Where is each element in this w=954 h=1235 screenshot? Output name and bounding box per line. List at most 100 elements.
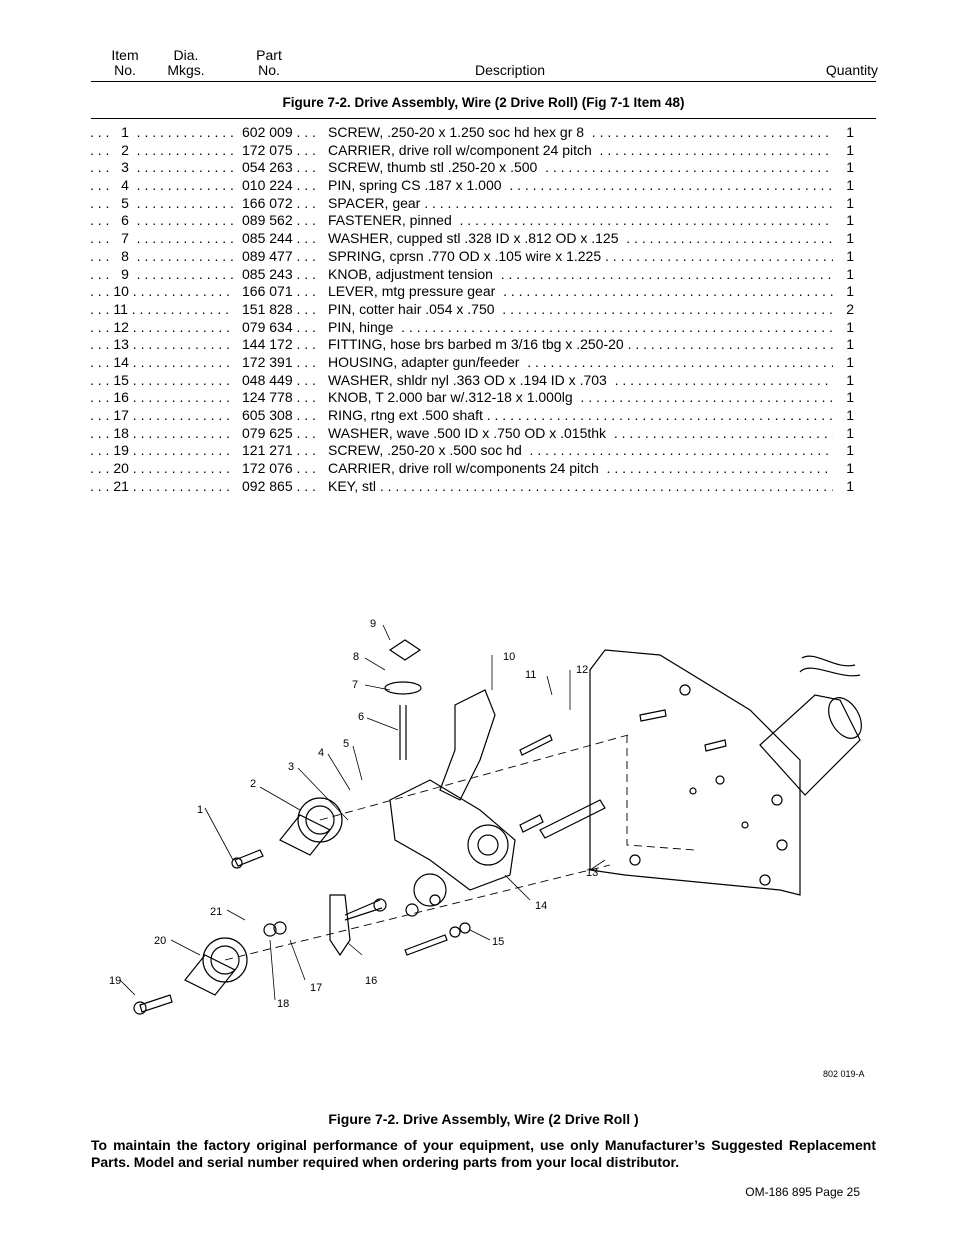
- page-number: OM-186 895 Page 25: [745, 1185, 860, 1199]
- description-cell: RING, rtng ext .500 shaft . . . . . . . …: [328, 407, 833, 423]
- description-cell: SCREW, .250-20 x .500 soc hd . . . . . .…: [328, 442, 833, 459]
- quantity-cell: 1: [846, 318, 854, 335]
- part-no-cell: 085 243 . . .: [242, 265, 316, 282]
- table-row: . . . 11 . . . . . . . . . . . . .151 82…: [90, 301, 878, 319]
- header-part-no: Part No.: [256, 47, 282, 78]
- header-description: Description: [474, 62, 546, 78]
- quantity-cell: 1: [846, 247, 854, 264]
- description-cell: WASHER, shldr nyl .363 OD x .194 ID x .7…: [328, 371, 833, 388]
- table-row: . . . 15 . . . . . . . . . . . . .048 44…: [90, 372, 878, 390]
- table-row: . . . 19 . . . . . . . . . . . . .121 27…: [90, 442, 878, 460]
- callout-label: 3: [288, 761, 294, 773]
- item-no-cell: . . . 3 . . . . . . . . . . . . .: [90, 159, 234, 176]
- quantity-cell: 1: [846, 407, 854, 423]
- description-cell: LEVER, mtg pressure gear . . . . . . . .…: [328, 283, 833, 300]
- quantity-cell: 1: [846, 477, 854, 494]
- part-no-cell: 124 778 . . .: [242, 389, 316, 406]
- description-cell: PIN, cotter hair .054 x .750 . . . . . .…: [328, 300, 833, 317]
- table-row: . . . 21 . . . . . . . . . . . . .092 86…: [90, 478, 878, 496]
- table-row: . . . 16 . . . . . . . . . . . . .124 77…: [90, 389, 878, 407]
- item-no-cell: . . . 20 . . . . . . . . . . . . .: [90, 460, 231, 477]
- callout-label: 17: [310, 982, 322, 994]
- quantity-cell: 1: [846, 283, 854, 300]
- description-cell: CARRIER, drive roll w/component 24 pitch…: [328, 141, 833, 158]
- callout-label: 6: [358, 711, 364, 723]
- part-no-cell: 172 076 . . .: [242, 460, 316, 477]
- part-no-cell: 121 271 . . .: [242, 442, 316, 459]
- callout-label: 8: [353, 651, 359, 663]
- callout-label: 13: [586, 867, 598, 879]
- callout-label: 7: [352, 679, 358, 691]
- part-no-cell: 172 391 . . .: [242, 353, 316, 370]
- header-rule: [91, 81, 876, 82]
- callout-label: 20: [154, 935, 166, 947]
- callout-label: 21: [210, 906, 222, 918]
- item-no-cell: . . . 7 . . . . . . . . . . . . .: [90, 230, 234, 247]
- part-no-cell: 092 865 . . .: [242, 477, 316, 494]
- callout-label: 12: [576, 664, 588, 676]
- part-no-cell: 079 625 . . .: [242, 424, 316, 441]
- item-no-cell: . . . 10 . . . . . . . . . . . . .: [90, 283, 231, 300]
- item-no-cell: . . . 6 . . . . . . . . . . . . .: [90, 212, 234, 229]
- header-quantity: Quantity: [825, 62, 878, 78]
- table-row: . . . 9 . . . . . . . . . . . . .085 243…: [90, 266, 878, 284]
- item-no-cell: . . . 12 . . . . . . . . . . . . .: [90, 318, 231, 335]
- item-no-cell: . . . 18 . . . . . . . . . . . . .: [90, 424, 231, 441]
- table-row: . . . 10 . . . . . . . . . . . . .166 07…: [90, 283, 878, 301]
- callout-label: 16: [365, 975, 377, 987]
- table-row: . . . 2 . . . . . . . . . . . . . 172 075…: [90, 142, 878, 160]
- description-cell: PIN, spring CS .187 x 1.000 . . . . . . …: [328, 177, 833, 194]
- callout-label: 15: [492, 936, 504, 948]
- table-row: . . . 18 . . . . . . . . . . . . . 079 62…: [90, 425, 878, 443]
- description-cell: WASHER, cupped stl .328 ID x .812 OD x .…: [328, 230, 833, 247]
- item-no-cell: . . . 2 . . . . . . . . . . . . .: [90, 141, 234, 158]
- figure-caption: Figure 7-2. Drive Assembly, Wire (2 Driv…: [328, 1111, 639, 1127]
- part-no-cell: 089 477 . . .: [242, 247, 316, 264]
- description-cell: FASTENER, pinned . . . . . . . . . . . .…: [328, 212, 833, 229]
- quantity-cell: 1: [846, 212, 854, 229]
- quantity-cell: 1: [846, 353, 854, 370]
- part-no-cell: 079 634 . . .: [242, 318, 316, 335]
- quantity-cell: 1: [846, 265, 854, 282]
- description-cell: PIN, hinge . . . . . . . . . . . . . . .…: [328, 318, 833, 335]
- quantity-cell: 1: [846, 230, 854, 247]
- header-dia-mkgs: Dia. Mkgs.: [167, 47, 205, 78]
- description-cell: SCREW, thumb stl .250-20 x .500 . . . . …: [328, 159, 833, 176]
- part-no-cell: 054 263 . . .: [242, 159, 316, 176]
- table-row: . . . 12 . . . . . . . . . . . . . 079 63…: [90, 319, 878, 337]
- callout-label: 19: [109, 975, 121, 987]
- quantity-cell: 1: [846, 371, 854, 388]
- item-no-cell: . . . 1 . . . . . . . . . . . . .: [90, 124, 234, 140]
- item-no-cell: . . . 11 . . . . . . . . . . . . .: [90, 300, 230, 317]
- quantity-cell: 1: [846, 389, 854, 406]
- housing: [389, 779, 516, 891]
- table-row: . . . 17 . . . . . . . . . . . . .605 30…: [90, 407, 878, 425]
- table-row: . . . 14 . . . . . . . . . . . . .172 39…: [90, 354, 878, 372]
- figure-reference: 802 019-A: [823, 1069, 865, 1079]
- table-row: . . . 4 . . . . . . . . . . . . .010 224…: [90, 177, 878, 195]
- callout-label: 2: [250, 778, 256, 790]
- title-rule: [91, 118, 876, 119]
- item-no-cell: . . . 13 . . . . . . . . . . . . .: [90, 336, 231, 353]
- header-item-no: Item No.: [111, 47, 139, 78]
- lever: [439, 689, 496, 801]
- table-row: . . . 7 . . . . . . . . . . . . .085 244…: [90, 230, 878, 248]
- item-no-cell: . . . 8 . . . . . . . . . . . . .: [90, 247, 234, 264]
- quantity-cell: 1: [846, 124, 854, 140]
- callout-label: 1: [197, 804, 203, 816]
- quantity-cell: 1: [846, 141, 854, 158]
- part-no-cell: 166 072 . . .: [242, 194, 316, 211]
- part-no-cell: 048 449 . . .: [242, 371, 316, 388]
- description-cell: WASHER, wave .500 ID x .750 OD x .015thk…: [328, 424, 833, 441]
- callout-label: 4: [318, 747, 324, 759]
- part-no-cell: 605 308 . . .: [242, 407, 316, 423]
- mounting-plate: [589, 649, 801, 896]
- quantity-cell: 1: [846, 177, 854, 194]
- part-no-cell: 172 075 . . .: [242, 141, 316, 158]
- description-cell: SPACER, gear . . . . . . . . . . . . . .…: [328, 194, 833, 211]
- callout-label: 9: [370, 618, 376, 630]
- table-row: . . . 8 . . . . . . . . . . . . . 089 477…: [90, 248, 878, 266]
- table-row: . . . 5 . . . . . . . . . . . . .166 072…: [90, 195, 878, 213]
